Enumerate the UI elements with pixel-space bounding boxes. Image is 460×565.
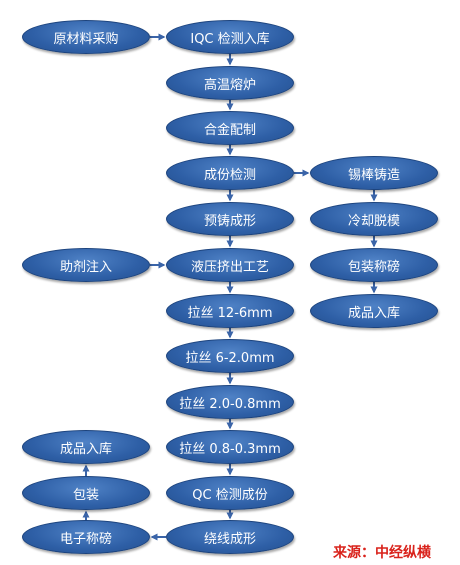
node-stock-in-right: 成品入库 [310, 294, 438, 328]
node-raw-purchase: 原材料采购 [22, 20, 150, 54]
node-flux-injection: 助剂注入 [22, 248, 150, 282]
node-iqc-inspect: IQC 检测入库 [166, 20, 294, 54]
node-winding-form: 绕线成形 [166, 520, 294, 554]
node-tin-rod-casting: 锡棒铸造 [310, 156, 438, 190]
node-draw-6-2: 拉丝 6-2.0mm [166, 339, 294, 373]
source-caption: 来源：中经纵横 [333, 545, 431, 561]
node-pack-weigh-right: 包装称磅 [310, 248, 438, 282]
node-composition-check: 成份检测 [166, 156, 294, 190]
node-stock-in-left: 成品入库 [22, 430, 150, 464]
node-draw-2-08: 拉丝 2.0-0.8mm [166, 385, 294, 419]
node-hydraulic-extrusion: 液压挤出工艺 [166, 248, 294, 282]
node-cold-demold: 冷却脱模 [310, 202, 438, 236]
node-e-scale-left: 电子称磅 [22, 520, 150, 554]
node-draw-12-6: 拉丝 12-6mm [166, 294, 294, 328]
node-alloy-mixing: 合金配制 [166, 111, 294, 145]
node-qc-inspect-form: QC 检测成份 [166, 476, 294, 510]
node-packing-left: 包装 [22, 476, 150, 510]
node-high-temp-furnace: 高温熔炉 [166, 66, 294, 100]
node-draw-08-03: 拉丝 0.8-0.3mm [166, 430, 294, 464]
node-pre-cast-forming: 预铸成形 [166, 202, 294, 236]
